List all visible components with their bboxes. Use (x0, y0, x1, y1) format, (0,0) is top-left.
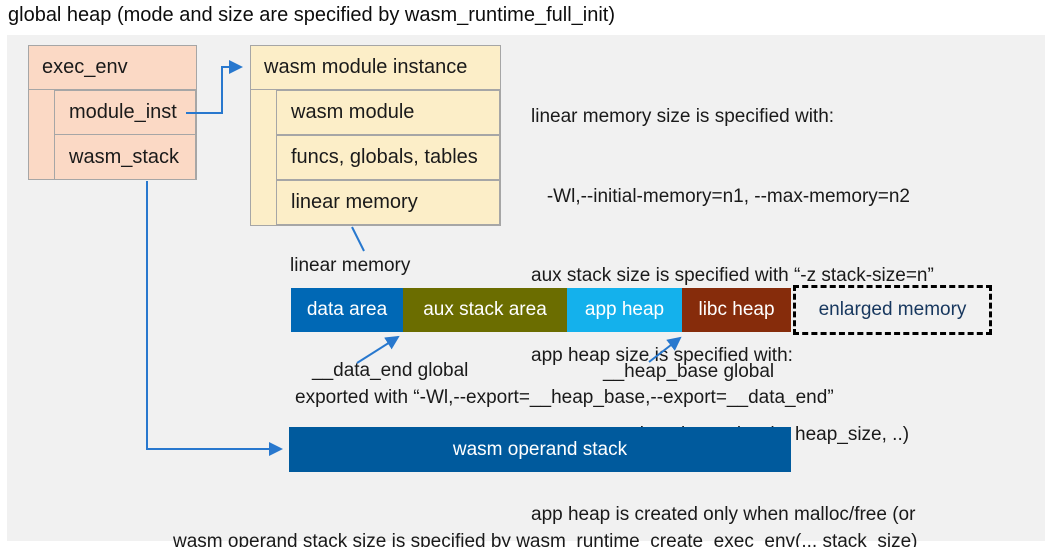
row-wasm-module: wasm module (276, 90, 500, 135)
exec-env-row-module-inst: module_inst (54, 90, 196, 135)
row-funcs-globals-tables: funcs, globals, tables (276, 135, 500, 180)
wasm-operand-stack-bar: wasm operand stack (289, 427, 791, 472)
wasm-operand-stack-label: wasm operand stack (452, 438, 628, 460)
row-linear-memory: linear memory (276, 180, 500, 225)
bottom-note-line-1: wasm operand stack size is specified by … (173, 531, 918, 547)
exec-env-header: exec_env (29, 46, 196, 90)
notes-bottom: wasm operand stack size is specified by … (173, 479, 918, 547)
note-line: app heap size is specified with: (531, 344, 793, 366)
exported-with-label: exported with “-Wl,--export=__heap_base,… (295, 387, 834, 408)
data-end-global-label: __data_end global (312, 360, 469, 381)
linear-memory-bar: data area aux stack area app heap libc h… (291, 288, 791, 332)
enlarged-memory-label: enlarged memory (818, 299, 967, 320)
exec-env-box: exec_env module_inst wasm_stack (28, 45, 197, 180)
segment-aux-stack-area: aux stack area (403, 288, 567, 332)
note-line: -Wl,--initial-memory=n1, --max-memory=n2 (531, 185, 910, 207)
exec-env-row-wasm-stack: wasm_stack (54, 134, 196, 180)
linear-memory-label: linear memory (290, 255, 411, 276)
module-instance-box: wasm module instance wasm module funcs, … (250, 45, 501, 226)
segment-app-heap: app heap (567, 288, 682, 332)
module-instance-header: wasm module instance (251, 46, 500, 90)
segment-data-area: data area (291, 288, 403, 332)
page-title: global heap (mode and size are specified… (8, 4, 615, 26)
note-line: app heap is created only when malloc/fre… (531, 503, 916, 525)
enlarged-memory-box: enlarged memory (793, 285, 992, 335)
heap-base-global-label: __heap_base global (603, 361, 775, 382)
note-line: aux stack size is specified with “-z sta… (531, 265, 934, 286)
segment-libc-heap: libc heap (682, 288, 791, 332)
note-line: linear memory size is specified with: (531, 106, 835, 127)
